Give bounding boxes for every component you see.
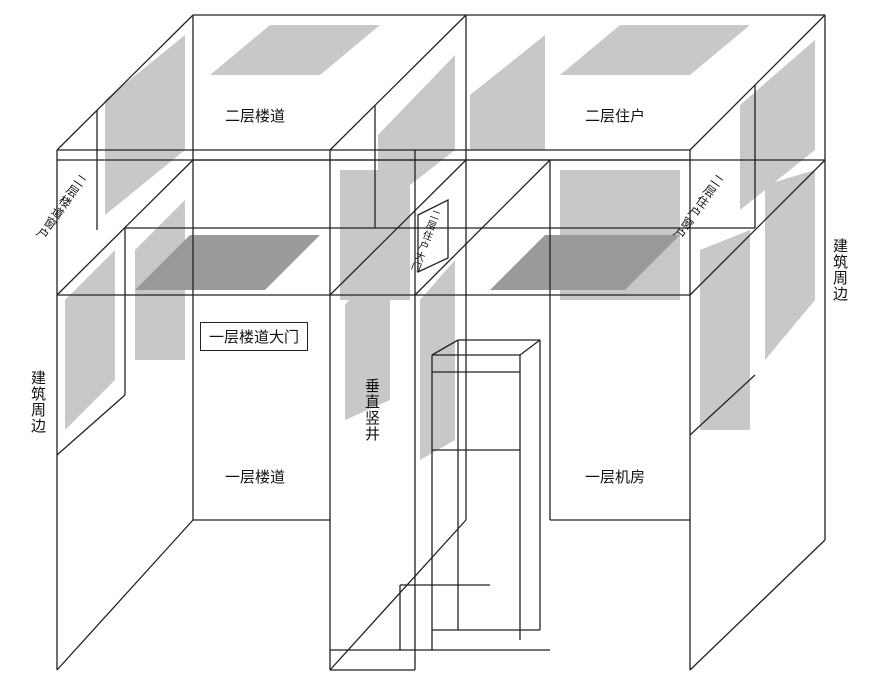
- label-floor1-corridor: 一层楼道: [225, 468, 286, 486]
- frame-lines: [56, 14, 826, 671]
- frame-line: [689, 159, 826, 296]
- frame-line: [689, 539, 826, 671]
- frame-line: [56, 159, 194, 296]
- label-vertical-shaft: 垂直竖井: [363, 378, 381, 442]
- label-floor2-residence: 二层住户: [585, 107, 646, 125]
- frame-line: [329, 159, 467, 296]
- frame-line: [329, 519, 467, 671]
- frame-line: [519, 339, 541, 356]
- glass-panel: [105, 35, 185, 215]
- frame-line: [431, 339, 459, 356]
- label-building-perimeter-right: 建筑周边: [831, 238, 849, 302]
- label-floor2-corridor: 二层楼道: [225, 107, 286, 125]
- floor-panel: [135, 235, 320, 290]
- frame-line: [56, 519, 194, 671]
- glass-panel: [560, 25, 750, 75]
- frame-line: [414, 159, 551, 296]
- frame-line: [56, 14, 194, 151]
- glass-panel: [420, 260, 455, 460]
- door-outline: [417, 198, 449, 274]
- frame-line: [689, 374, 756, 436]
- glass-panel: [470, 35, 545, 150]
- frame-line: [689, 14, 826, 151]
- glass-panel: [765, 170, 815, 360]
- frame-line: [56, 394, 126, 456]
- label-building-perimeter-left: 建筑周边: [29, 370, 47, 434]
- label-floor1-corridor-door: 一层楼道大门: [200, 322, 309, 351]
- glass-panel: [210, 25, 380, 75]
- frame-line: [329, 14, 467, 151]
- glass-panel: [345, 250, 390, 420]
- glass-panel: [700, 230, 750, 430]
- glass-panel: [740, 40, 815, 210]
- glass-panels: [65, 25, 815, 460]
- glass-panel: [65, 250, 115, 430]
- label-floor1-machine-room: 一层机房: [585, 468, 646, 486]
- floor-panel: [490, 235, 680, 290]
